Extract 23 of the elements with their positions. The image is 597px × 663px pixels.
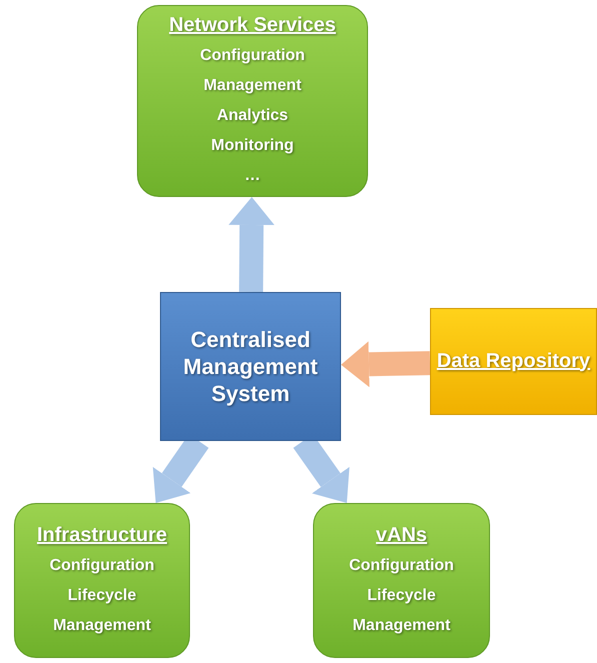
box-heading: Infrastructure [36,522,168,548]
arrow [341,341,430,388]
list-item: Lifecycle [68,586,136,606]
list-item: Management [352,616,450,636]
list-item: Monitoring [211,136,294,156]
list-item: … [244,166,260,186]
list-item: Management [204,76,302,96]
box-title: Centralised Management System [182,326,319,407]
system-box [160,292,341,441]
box-heading: vANs [376,522,428,548]
repository-box [430,308,597,415]
list-item: Management [53,616,151,636]
list-item: Lifecycle [367,586,436,606]
list-item: Configuration [50,556,154,576]
box-heading: Network Services [169,13,336,38]
list-item: Analytics [216,106,288,126]
service-box [313,503,490,658]
arrow [228,197,275,292]
box-title: Data Repository [436,348,590,374]
service-box [14,503,190,658]
service-box [137,5,368,197]
list-item: Configuration [349,556,454,576]
list-item: Configuration [200,46,305,66]
